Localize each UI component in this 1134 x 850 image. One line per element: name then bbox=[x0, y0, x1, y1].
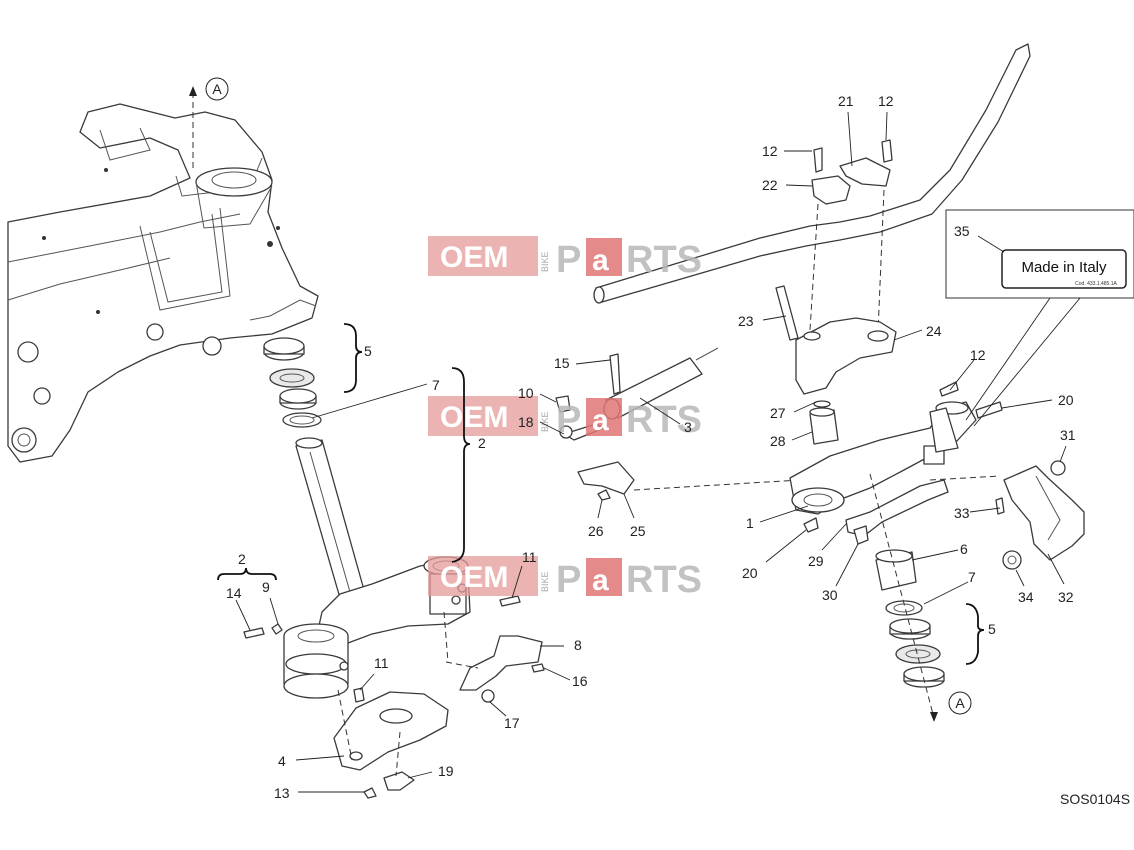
callout-5: 5 bbox=[988, 621, 996, 637]
callout-17: 17 bbox=[504, 715, 520, 731]
callout-18: 18 bbox=[518, 414, 534, 430]
bracket-31-32 bbox=[929, 460, 1085, 570]
svg-text:a: a bbox=[592, 244, 609, 277]
callout-28: 28 bbox=[770, 433, 786, 449]
svg-text:BIKE: BIKE bbox=[540, 251, 550, 272]
svg-text:OEM: OEM bbox=[440, 401, 508, 434]
callout-16: 16 bbox=[572, 673, 588, 689]
braces bbox=[217, 323, 985, 665]
callout-2: 2 bbox=[238, 551, 246, 567]
drawing-reference: SOS0104S bbox=[1060, 791, 1130, 807]
callout-12: 12 bbox=[762, 143, 778, 159]
sticker-text: Made in Italy bbox=[1021, 259, 1107, 276]
riser-24 bbox=[775, 285, 897, 395]
callout-30: 30 bbox=[822, 587, 838, 603]
svg-text:OEM: OEM bbox=[440, 561, 508, 594]
callout-20: 20 bbox=[742, 565, 758, 581]
arrow-a-marker-top: A bbox=[189, 77, 229, 172]
callout-24: 24 bbox=[926, 323, 942, 339]
bush-28 bbox=[809, 400, 839, 445]
svg-text:RTS: RTS bbox=[626, 239, 702, 281]
callout-34: 34 bbox=[1018, 589, 1034, 605]
callout-23: 23 bbox=[738, 313, 754, 329]
callout-8: 8 bbox=[574, 637, 582, 653]
callout-21: 21 bbox=[838, 93, 854, 109]
small-parts-left bbox=[243, 595, 545, 799]
watermark-1: OEM BIKE P a RTS bbox=[428, 236, 702, 281]
callout-2: 2 bbox=[478, 435, 486, 451]
callout-32: 32 bbox=[1058, 589, 1074, 605]
watermark-3: OEM BIKE P a RTS bbox=[428, 556, 702, 601]
callout-31: 31 bbox=[1060, 427, 1076, 443]
callout-4: 4 bbox=[278, 753, 286, 769]
callout-15: 15 bbox=[554, 355, 570, 371]
callout-3: 3 bbox=[684, 419, 692, 435]
callout-1: 1 bbox=[746, 515, 754, 531]
callout-9: 9 bbox=[262, 579, 270, 595]
svg-text:P: P bbox=[556, 239, 581, 281]
callout-7: 7 bbox=[968, 569, 976, 585]
steering-stem bbox=[295, 437, 365, 599]
svg-text:RTS: RTS bbox=[626, 399, 702, 441]
arrow-a-label-bottom: A bbox=[955, 695, 965, 711]
svg-text:a: a bbox=[592, 564, 609, 597]
callout-13: 13 bbox=[274, 785, 290, 801]
steering-damper bbox=[555, 347, 801, 501]
callout-22: 22 bbox=[762, 177, 778, 193]
svg-text:BIKE: BIKE bbox=[540, 411, 550, 432]
callout-12: 12 bbox=[878, 93, 894, 109]
callout-labels: 1 2 2 2 3 4 5 5 6 7 7 8 9 10 11 11 12 12… bbox=[226, 93, 1076, 801]
handlebar-clamps bbox=[809, 139, 893, 333]
leader-lines bbox=[235, 111, 1067, 793]
callout-11: 11 bbox=[374, 655, 389, 671]
left-bearing-stack bbox=[263, 337, 322, 428]
callout-6: 6 bbox=[960, 541, 968, 557]
callout-10: 10 bbox=[518, 385, 534, 401]
lower-bearings-right bbox=[869, 473, 945, 719]
svg-text:a: a bbox=[592, 404, 609, 437]
sticker-35: Made in Italy Cod. 433.1.485.1A bbox=[945, 209, 1134, 427]
callout-27: 27 bbox=[770, 405, 786, 421]
callout-14: 14 bbox=[226, 585, 242, 601]
watermark-2: OEM BIKE P a RTS bbox=[428, 396, 702, 441]
svg-text:OEM: OEM bbox=[440, 241, 508, 274]
sticker-code: Cod. 433.1.485.1A bbox=[1075, 281, 1117, 287]
arrow-a-marker-bottom: A bbox=[930, 691, 972, 722]
frame-drawing bbox=[7, 103, 319, 463]
svg-text:BIKE: BIKE bbox=[540, 571, 550, 592]
callout-25: 25 bbox=[630, 523, 646, 539]
lower-cover-4 bbox=[333, 691, 449, 771]
callout-5: 5 bbox=[364, 343, 372, 359]
callout-33: 33 bbox=[954, 505, 970, 521]
callout-35: 35 bbox=[954, 223, 970, 239]
callout-12: 12 bbox=[970, 347, 986, 363]
handlebar bbox=[593, 43, 1031, 304]
upper-triple-clamp bbox=[789, 381, 1003, 533]
callout-26: 26 bbox=[588, 523, 604, 539]
callout-19: 19 bbox=[438, 763, 454, 779]
callout-7: 7 bbox=[432, 377, 440, 393]
callout-29: 29 bbox=[808, 553, 824, 569]
callout-20: 20 bbox=[1058, 392, 1074, 408]
bracket-29-30 bbox=[845, 479, 949, 545]
svg-text:P: P bbox=[556, 399, 581, 441]
callout-11: 11 bbox=[522, 549, 537, 565]
svg-text:P: P bbox=[556, 559, 581, 601]
arrow-a-label-top: A bbox=[212, 81, 222, 97]
svg-text:RTS: RTS bbox=[626, 559, 702, 601]
